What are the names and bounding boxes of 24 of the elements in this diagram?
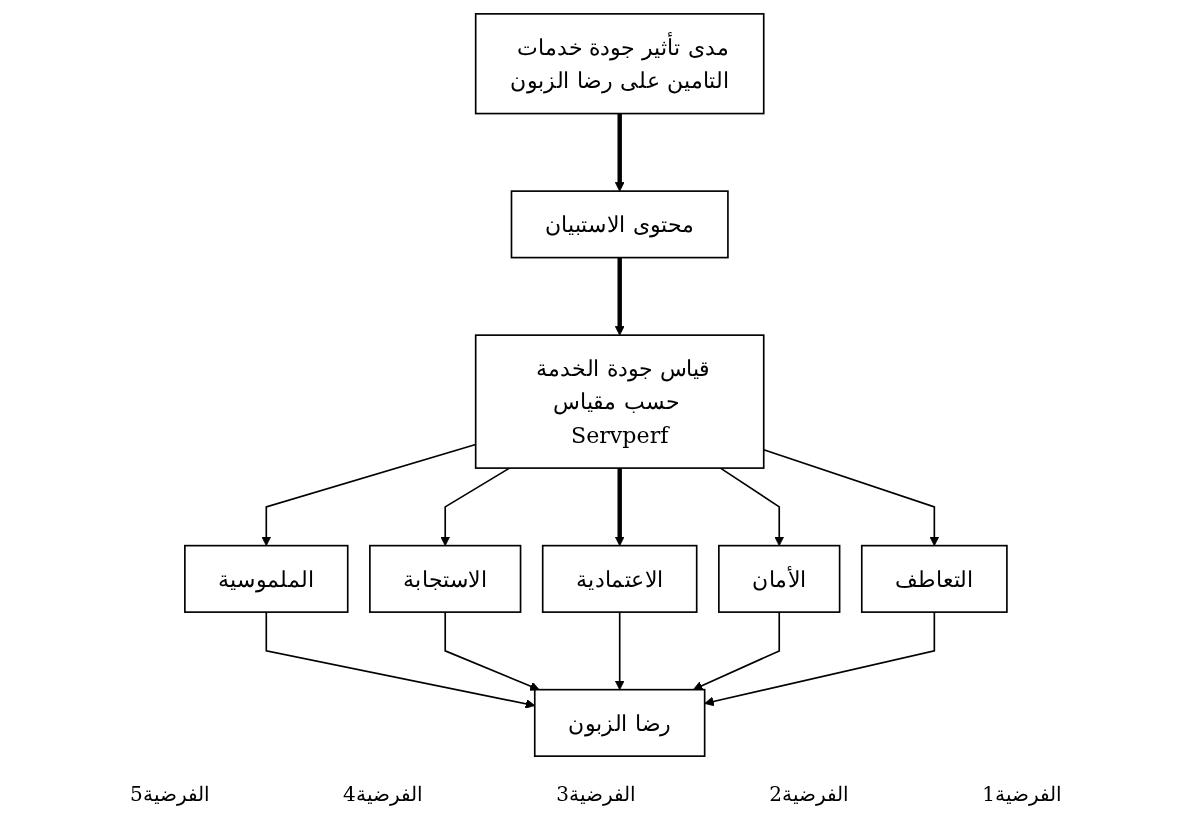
arrow — [440, 467, 511, 547]
node-box: الاعتمادية — [541, 544, 698, 613]
arrow — [693, 611, 781, 691]
hypothesis-label: الفرضية3 — [556, 782, 636, 806]
arrow — [719, 467, 785, 547]
node-box: التعاطف — [861, 544, 1008, 613]
arrow — [444, 611, 540, 691]
hypothesis-label: الفرضية1 — [982, 782, 1062, 806]
node-box: مدى تأثير جودة خدمات التامين على رضا الزبون — [474, 13, 765, 115]
node-box: محتوى الاستبيان — [510, 190, 729, 259]
node-box: الاستجابة — [369, 544, 522, 613]
node-box: الأمان — [718, 544, 841, 613]
arrow — [614, 611, 625, 691]
arrow — [763, 448, 940, 547]
arrow — [614, 257, 625, 336]
node-box: رضا الزبون — [534, 688, 706, 757]
hypothesis-label: الفرضية2 — [769, 782, 849, 806]
node-box: قياس جودة الخدمة حسب مقياس Servperf — [474, 334, 765, 469]
hypothesis-label: الفرضية4 — [343, 782, 423, 806]
arrow — [614, 468, 625, 547]
arrow — [704, 611, 936, 707]
hypothesis-label: الفرضية5 — [130, 782, 210, 806]
arrow — [614, 113, 625, 192]
node-box: الملموسية — [184, 544, 349, 613]
